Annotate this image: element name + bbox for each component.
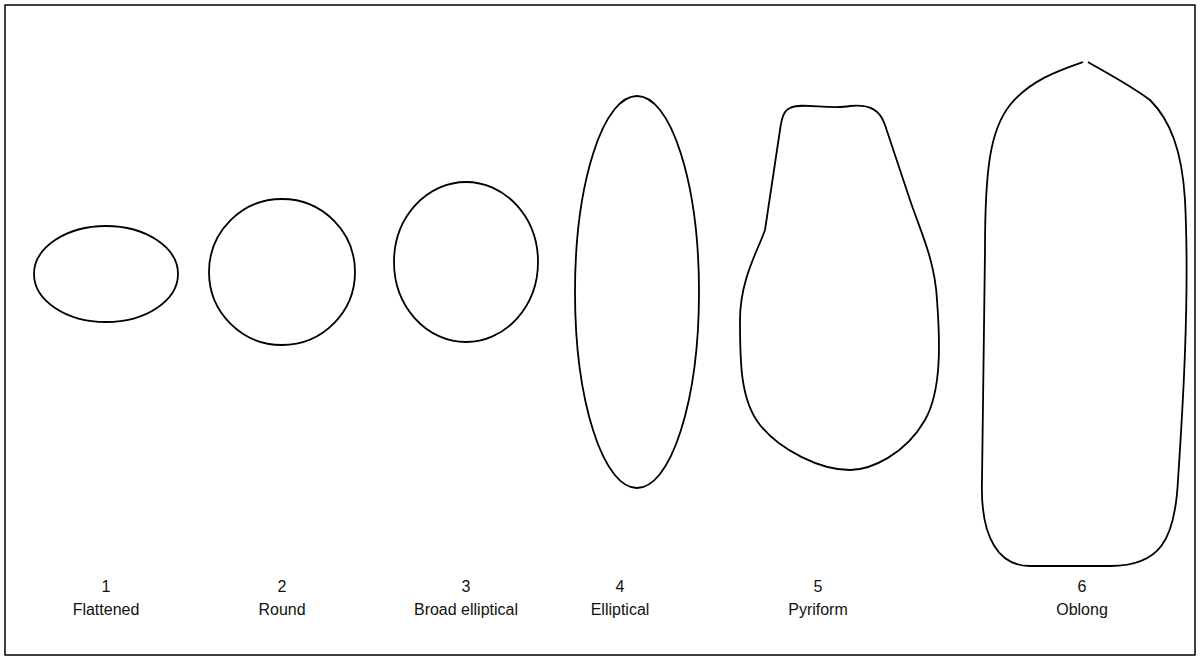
shape-name: Broad elliptical: [414, 600, 518, 620]
shape-name: Round: [258, 600, 305, 620]
round-shape: [209, 199, 355, 345]
elliptical-shape: [575, 96, 699, 488]
shape-number: 5: [814, 577, 823, 597]
frame: [5, 5, 1195, 655]
shape-number: 6: [1078, 577, 1087, 597]
pyriform-shape: [740, 106, 939, 470]
flattened-shape: [34, 226, 178, 322]
shape-number: 4: [616, 577, 625, 597]
shape-name: Pyriform: [788, 600, 848, 620]
shape-name: Flattened: [73, 600, 140, 620]
shape-number: 1: [102, 577, 111, 597]
broad-elliptical-shape: [394, 182, 538, 342]
shape-name: Elliptical: [591, 600, 650, 620]
shape-number: 3: [462, 577, 471, 597]
shape-name: Oblong: [1056, 600, 1108, 620]
oblong-shape: [982, 62, 1187, 566]
shape-number: 2: [278, 577, 287, 597]
